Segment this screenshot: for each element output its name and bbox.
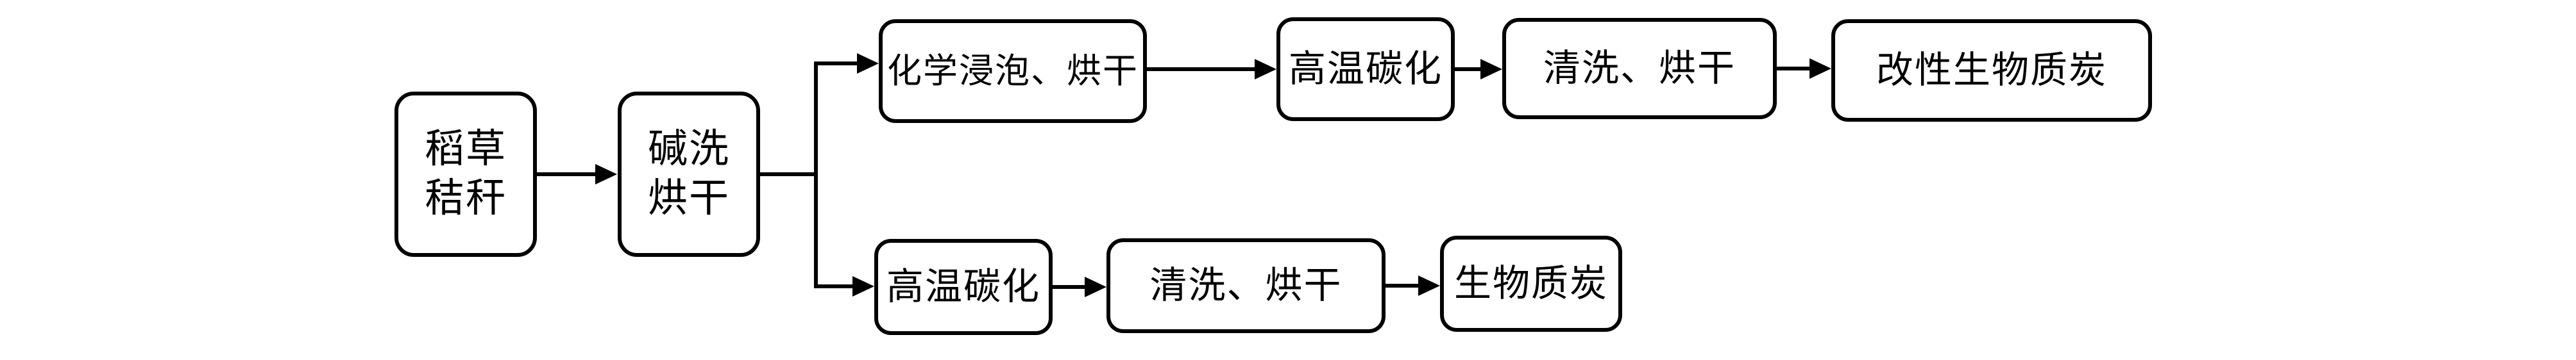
arrow-right-icon	[1480, 59, 1502, 79]
node-label: 秸秆	[424, 177, 507, 220]
connector-junction-to-carbonization-bottom	[814, 284, 852, 288]
node-label: 烘干	[647, 177, 730, 220]
connector-junction-to-chemical-soak	[814, 61, 857, 65]
arrow-right-icon	[857, 53, 879, 74]
node-label: 高温碳化	[1288, 48, 1443, 90]
node-high-temp-carbonization-top: 高温碳化	[1276, 17, 1455, 121]
node-biochar: 生物质炭	[1440, 236, 1622, 332]
node-chemical-soak-dry: 化学浸泡、烘干	[879, 19, 1147, 123]
node-wash-dry-top: 清洗、烘干	[1502, 18, 1777, 119]
arrow-right-icon	[1255, 59, 1276, 79]
node-label: 清洗、烘干	[1149, 265, 1343, 307]
connector-carbonization-to-wash-top	[1455, 67, 1480, 71]
node-wash-dry-bottom: 清洗、烘干	[1106, 238, 1385, 333]
connector-alkali-to-junction	[760, 172, 818, 176]
node-alkali-wash-dry: 碱洗 烘干	[618, 92, 760, 257]
connector-chemical-soak-to-carbonization	[1147, 67, 1255, 71]
node-high-temp-carbonization-bottom: 高温碳化	[874, 239, 1053, 335]
arrow-right-icon	[595, 164, 617, 184]
connector-wash-to-modified-biochar	[1777, 67, 1809, 70]
arrow-right-icon	[1085, 277, 1106, 297]
arrow-right-icon	[1809, 58, 1831, 79]
connector-carbonization-to-wash-bottom	[1053, 285, 1085, 289]
connector-rice-straw-to-alkali	[537, 172, 595, 176]
node-rice-straw: 稻草 秸秆	[394, 92, 537, 257]
node-label: 清洗、烘干	[1543, 47, 1736, 90]
connector-wash-to-biochar	[1385, 284, 1418, 288]
node-label: 高温碳化	[886, 266, 1040, 308]
node-modified-biochar: 改性生物质炭	[1831, 19, 2152, 122]
node-label: 化学浸泡、烘干	[887, 51, 1139, 90]
node-label: 生物质炭	[1453, 263, 1608, 305]
connector-branch-vertical	[814, 61, 818, 288]
node-label: 稻草	[424, 127, 507, 171]
arrow-right-icon	[1418, 275, 1440, 296]
arrow-right-icon	[852, 276, 874, 297]
node-label: 改性生物质炭	[1876, 49, 2107, 92]
node-label: 碱洗	[647, 127, 730, 171]
